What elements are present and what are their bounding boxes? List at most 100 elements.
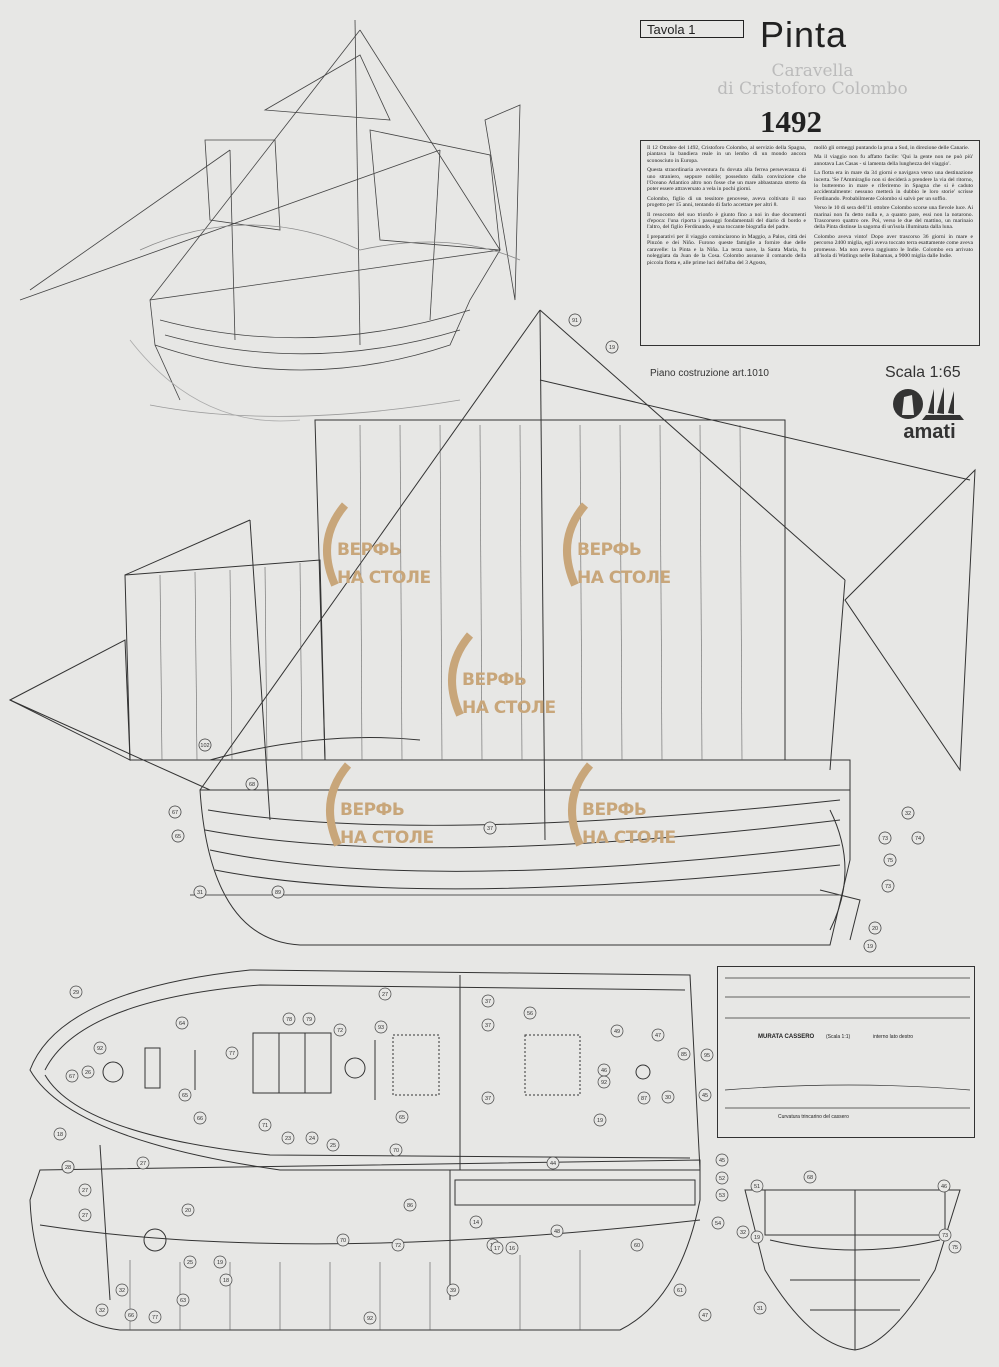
- part-number: 102: [200, 743, 209, 749]
- part-number: 66: [197, 1116, 203, 1122]
- part-callout-circle: [568, 313, 582, 327]
- part-callout: 53: [715, 1188, 729, 1202]
- part-callout: 28: [61, 1160, 75, 1174]
- part-callout-circle: [148, 1310, 162, 1324]
- part-callout: 92: [597, 1075, 611, 1089]
- history-paragraph: Il resoconto del suo trionfo è giunto fi…: [647, 211, 806, 231]
- part-callout: 27: [378, 987, 392, 1001]
- part-number: 17: [494, 1246, 500, 1252]
- part-number: 46: [601, 1068, 607, 1074]
- part-callout-circle: [198, 738, 212, 752]
- part-callout: 86: [403, 1198, 417, 1212]
- part-number: 92: [367, 1316, 373, 1322]
- part-number: 60: [634, 1243, 640, 1249]
- watermark-line1: ВЕРФЬ: [582, 800, 647, 820]
- part-callout: 93: [374, 1020, 388, 1034]
- part-callout-circle: [168, 805, 182, 819]
- part-callout: 70: [336, 1233, 350, 1247]
- part-callout: 60: [630, 1238, 644, 1252]
- watermark: ВЕРФЬ НА СТОЛЕ: [440, 630, 570, 720]
- part-number: 19: [867, 944, 873, 950]
- part-number: 47: [702, 1313, 708, 1319]
- part-callout-circle: [593, 1113, 607, 1127]
- part-callout-circle: [673, 1283, 687, 1297]
- watermark-ship-icon: [326, 762, 352, 847]
- part-callout: 14: [469, 1215, 483, 1229]
- part-number: 19: [597, 1118, 603, 1124]
- history-paragraph: La flotta era in mare da 34 giorni e nav…: [814, 170, 973, 202]
- part-callout-circle: [136, 1156, 150, 1170]
- part-number: 37: [485, 1096, 491, 1102]
- part-callout-circle: [333, 1023, 347, 1037]
- murata-scale: (Scala 1:1): [826, 1034, 851, 1040]
- part-number: 53: [719, 1193, 725, 1199]
- part-callout-circle: [715, 1188, 729, 1202]
- part-callout: 66: [124, 1308, 138, 1322]
- part-number: 73: [885, 884, 891, 890]
- part-number: 31: [757, 1306, 763, 1312]
- part-number: 44: [550, 1161, 556, 1167]
- part-callout-circle: [651, 1028, 665, 1042]
- part-callout-circle: [446, 1283, 460, 1297]
- piano-label: Piano costruzione art.1010: [650, 368, 769, 379]
- subtitle-line1: Caravella: [771, 61, 854, 81]
- part-callout-circle: [53, 1127, 67, 1141]
- part-callout: 46: [937, 1179, 951, 1193]
- part-number: 61: [677, 1288, 683, 1294]
- part-callout-circle: [711, 1216, 725, 1230]
- part-number: 73: [882, 836, 888, 842]
- part-callout: 51: [750, 1179, 764, 1193]
- part-number: 39: [450, 1288, 456, 1294]
- part-callout-circle: [395, 1110, 409, 1124]
- part-callout: 92: [363, 1311, 377, 1325]
- part-callout-circle: [750, 1179, 764, 1193]
- part-callout: 63: [176, 1293, 190, 1307]
- part-callout-circle: [183, 1255, 197, 1269]
- part-callout-circle: [523, 1006, 537, 1020]
- part-callout-circle: [225, 1046, 239, 1060]
- watermark-line1: ВЕРФЬ: [340, 800, 405, 820]
- part-callout: 32: [736, 1225, 750, 1239]
- part-number: 75: [952, 1245, 958, 1251]
- part-number: 19: [217, 1260, 223, 1266]
- part-number: 72: [395, 1243, 401, 1249]
- part-callout-circle: [546, 1156, 560, 1170]
- part-callout: 73: [938, 1228, 952, 1242]
- part-callout-circle: [305, 1131, 319, 1145]
- part-callout: 31: [753, 1301, 767, 1315]
- watermark: ВЕРФЬ НА СТОЛЕ: [560, 760, 690, 850]
- watermark-ship-icon: [563, 502, 589, 587]
- part-callout-circle: [176, 1293, 190, 1307]
- part-callout-circle: [78, 1183, 92, 1197]
- watermark-line2: НА СТОЛЕ: [577, 568, 671, 588]
- part-callout: 25: [326, 1138, 340, 1152]
- part-callout: 26: [81, 1065, 95, 1079]
- part-callout: 45: [698, 1088, 712, 1102]
- part-callout-circle: [336, 1233, 350, 1247]
- part-number: 65: [182, 1093, 188, 1099]
- part-number: 64: [179, 1021, 185, 1027]
- part-callout: 65: [395, 1110, 409, 1124]
- part-callout: 32: [115, 1283, 129, 1297]
- part-number: 73: [942, 1233, 948, 1239]
- part-callout-circle: [483, 821, 497, 835]
- part-number: 92: [97, 1046, 103, 1052]
- part-callout: 27: [136, 1156, 150, 1170]
- part-callout-circle: [550, 1224, 564, 1238]
- part-callout: 77: [148, 1310, 162, 1324]
- part-callout: 72: [333, 1023, 347, 1037]
- part-callout-circle: [171, 829, 185, 843]
- part-callout-circle: [715, 1171, 729, 1185]
- part-number: 31: [197, 890, 203, 896]
- part-callout: 25: [183, 1255, 197, 1269]
- perspective-sketch: [19, 19, 521, 422]
- part-number: 87: [641, 1096, 647, 1102]
- brand: amati: [892, 385, 967, 455]
- part-callout-circle: [69, 985, 83, 999]
- part-number: 79: [306, 1017, 312, 1023]
- part-callout-circle: [93, 1041, 107, 1055]
- part-number: 66: [128, 1313, 134, 1319]
- part-callout-circle: [469, 1215, 483, 1229]
- part-callout-circle: [911, 831, 925, 845]
